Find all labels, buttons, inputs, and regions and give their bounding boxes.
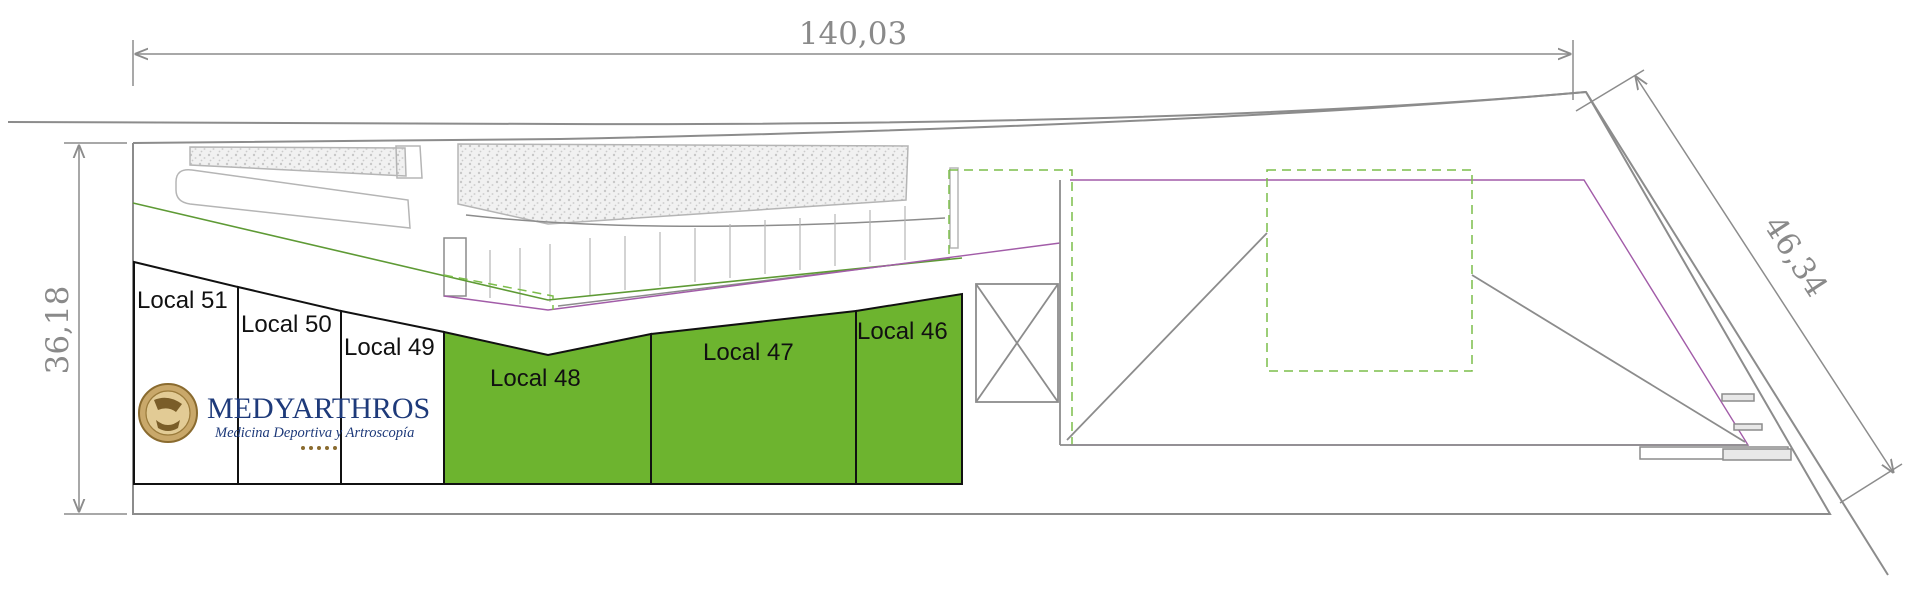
diagonal-label: 46,34 [1756, 210, 1835, 304]
unit-label: Local 46 [857, 318, 948, 345]
unit-local-48[interactable] [443, 330, 652, 485]
tenant-logo: MEDYARTHROS Medicina Deportiva y Artrosc… [138, 383, 430, 450]
dashed-footprints [443, 169, 1473, 445]
tenant-logo-tagline: Medicina Deportiva y Artroscopía [214, 425, 414, 441]
unit-local-46[interactable] [855, 292, 963, 485]
anchor-building [1066, 232, 1746, 443]
unit-labels: Local 51 Local 50 Local 49 Local 48 Loca… [137, 287, 948, 392]
service-block [975, 180, 1748, 446]
unit-label: Local 47 [703, 339, 794, 366]
logo-dots [301, 446, 337, 450]
unit-label: Local 50 [241, 311, 332, 338]
street-edge [7, 91, 1587, 126]
knee-joint-seal-icon [138, 383, 198, 443]
parking-stalls [489, 206, 906, 304]
unit-label: Local 49 [344, 334, 435, 361]
width-label: 140,03 [799, 16, 907, 52]
unit-label: Local 48 [490, 365, 581, 392]
lot-outline [132, 90, 1832, 515]
unit-label: Local 51 [137, 287, 228, 314]
unit-local-47[interactable] [650, 309, 857, 485]
tenant-logo-name: MEDYARTHROS [207, 392, 430, 425]
height-label: 36,18 [40, 286, 76, 375]
parking-area [175, 143, 959, 307]
loading-dock [1639, 393, 1792, 461]
lot-inner-edge [1585, 91, 1889, 576]
dimension-height: 36,18 [40, 142, 127, 515]
dimension-width: 140,03 [132, 16, 1574, 100]
property-line [132, 202, 963, 301]
